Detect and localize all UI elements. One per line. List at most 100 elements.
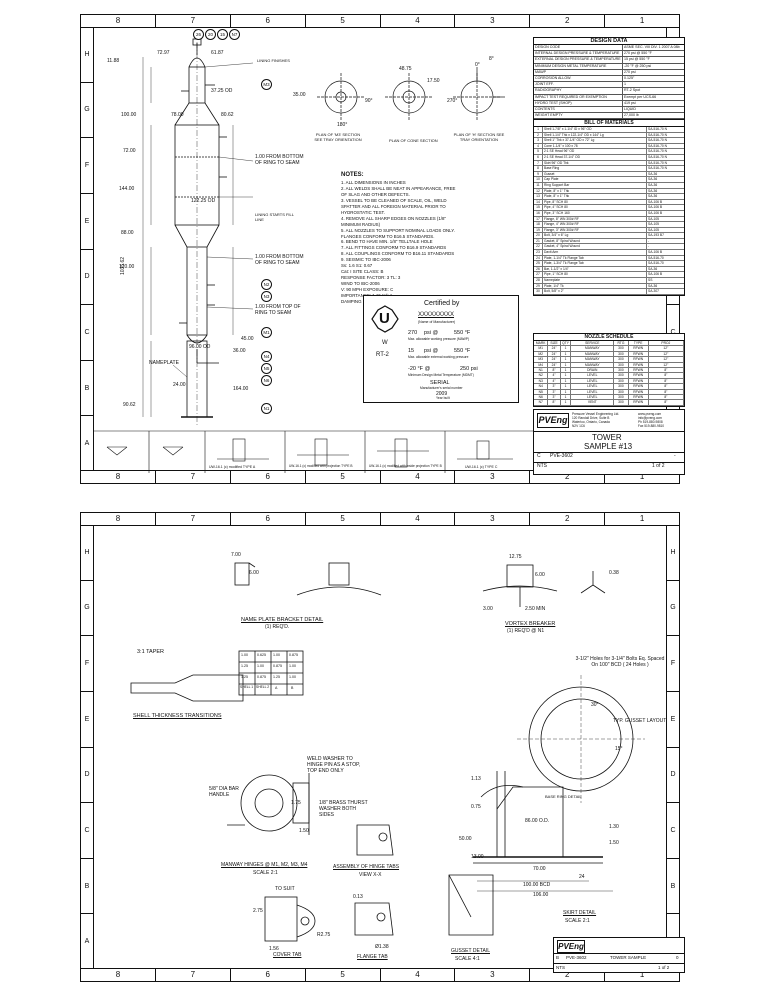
nozzle-cell: 1 xyxy=(561,389,572,394)
nozzle-cell: MANWAY xyxy=(571,362,615,367)
nozzle-cell: 1 xyxy=(561,378,572,384)
nozzle-cell: LEVEL xyxy=(571,394,615,400)
contact-line: info@pveng.com xyxy=(638,416,662,420)
bom-description: Plate, 8" x 1" Thk xyxy=(543,194,647,199)
nozzle-cell: RFWN xyxy=(629,346,649,351)
bom-material: SA-36 xyxy=(648,182,658,187)
callout-ring-seam-3: 1.00 FROM TOP OF RING TO SEAM xyxy=(255,304,301,316)
design-data-value: 419 psi xyxy=(624,100,636,105)
nozzle-cell: 1 xyxy=(561,400,572,405)
nozzle-cell: 300 xyxy=(614,367,629,373)
dim-label: 100.00 xyxy=(121,112,137,118)
cert-year-caption: Year built xyxy=(436,396,450,400)
nozzle-cell: MANWAY xyxy=(571,357,615,362)
zone-row-label: F xyxy=(81,138,93,194)
asme-u-stamp-icon xyxy=(371,305,399,333)
dim-label: 0.38 xyxy=(609,570,619,576)
nozzle-cell: 24" xyxy=(548,346,561,351)
bom-description: Bar, 1-1/2" x 1/4" xyxy=(543,266,647,272)
caption-base-ring: BASE RING DETAIL xyxy=(545,794,582,799)
nozzle-cell: MANWAY xyxy=(571,351,615,357)
dim-label: Ø1.38 xyxy=(375,944,389,950)
nozzle-cell: RFWN xyxy=(629,357,649,362)
dim-label: 164.00 xyxy=(233,386,249,392)
dim-label: 36.00 xyxy=(233,348,246,354)
bom-description: Gasket, 8" Spiral Wound xyxy=(543,238,647,244)
design-data-value: 0.125" xyxy=(624,75,635,80)
bom-item-number: 18 xyxy=(534,222,543,227)
zone-column-label: 6 xyxy=(231,15,306,27)
bom-item-number: 20 xyxy=(534,233,543,238)
callout-ring-seam-2: 1.00 FROM BOTTOM OF RING TO SEAM xyxy=(255,254,304,266)
zone-column-label: 4 xyxy=(381,969,456,981)
zone-column-label: 3 xyxy=(455,513,531,525)
mdmt-psi: 250 psi xyxy=(460,366,478,372)
dwg-number: PVE-3602 xyxy=(550,453,573,459)
nozzle-cell: RFWN xyxy=(629,384,649,389)
zone-column-label: 8 xyxy=(81,513,156,525)
design-data-value: ASME SEC. VIII DIV. 1 2007 A 08b xyxy=(624,45,680,49)
sheet1-drawing-area: 72.97 61.87 37.25 OD 100.00 78.00 80.62 … xyxy=(93,27,685,475)
dim-label: R2.75 xyxy=(317,932,331,938)
nozzle-cell: 8" xyxy=(649,378,684,384)
nozzle-cell: M4 xyxy=(534,362,549,367)
ext-temp: 550 °F xyxy=(454,348,471,354)
zone-column-label: 1 xyxy=(639,16,645,25)
bom-item-number: 16 xyxy=(534,210,543,216)
dim-label: 2.75 xyxy=(253,908,263,914)
dim-label: 61.87 xyxy=(211,50,224,56)
company-line: Pressure Vessel Engineering Ltd. xyxy=(572,412,620,416)
bom-description: Plate, 1/4" Tk xyxy=(543,283,647,289)
zone-column-label: 1 xyxy=(639,514,645,523)
bom-material: SA-307 xyxy=(648,289,659,294)
cert-year: 2009 xyxy=(436,391,448,397)
bom-material: SA-516-70 xyxy=(648,255,664,260)
bom-item-number: 19 xyxy=(534,227,543,233)
dim-label: 17.50 xyxy=(427,78,440,84)
bom-material: SA-193 B7 xyxy=(648,233,664,238)
notes-title: NOTES: xyxy=(341,172,364,178)
dim-label: 122.25 OD xyxy=(191,198,216,204)
bom-description: Shell 1-7/8" x 1-1/4" ID x 96" OD xyxy=(543,127,647,132)
bom-material: SA-36 xyxy=(648,194,658,199)
zone-column-label: 8 xyxy=(81,15,156,27)
zone-row-label: A xyxy=(84,938,90,946)
dim-label: 100.00 BCD xyxy=(523,882,551,888)
mdmt-value: -20 °F @ xyxy=(408,366,431,372)
nozzle-cell: RFWN xyxy=(629,367,649,373)
mark-bubble: M1 xyxy=(261,327,272,338)
zone-column-label: 2 xyxy=(530,15,606,27)
dim-label: 120.00 xyxy=(119,264,135,270)
nozzle-cell: 4" xyxy=(548,373,561,378)
zone-row-label: B xyxy=(81,859,93,915)
nozzle-cell: 12" xyxy=(649,351,684,357)
zone-row-label: C xyxy=(81,803,93,859)
zone-column-label: 5 xyxy=(306,471,381,483)
design-data-row: MINIMUM DESIGN METAL TEMPERATURE-20 °F @… xyxy=(534,63,684,70)
bom-material: SA-36 xyxy=(648,283,658,288)
design-data-key: HYDRO TEST (SHOP) xyxy=(534,100,623,106)
nozzle-cell: N2 xyxy=(534,373,549,378)
nozzle-cell: 300 xyxy=(614,373,629,378)
bom-material: SA-36 xyxy=(648,171,658,176)
contact-line: Fax 519-880-9810 xyxy=(638,424,665,428)
nozzle-cell: MANWAY xyxy=(571,346,615,351)
zone-column-label: 6 xyxy=(231,471,306,483)
bom-material: SA-516-70 N xyxy=(648,166,668,171)
note-line: 2. ALL WELDS SHALL BE NEAT IN APPEARANCE… xyxy=(341,186,456,197)
dim-label: 1.56 xyxy=(269,946,279,952)
bom-description: Pipe, 8" SCH 80 xyxy=(543,199,647,205)
bom-description: 2:1 SE Head 37-1/4" OD xyxy=(543,154,647,160)
note-line: 8. ALL COUPLINGS CONFORM TO B16.11 STAND… xyxy=(341,251,455,257)
bom-description: Bolt, 3/4" x 6" Lg xyxy=(543,233,647,238)
